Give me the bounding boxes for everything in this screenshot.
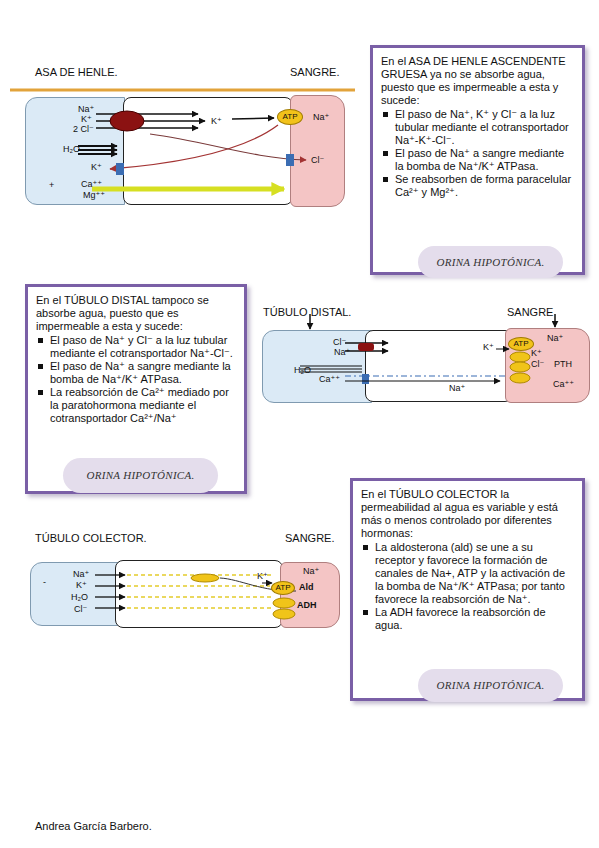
bullet-item: Se reabsorben de forma paracelular Ca²⁺ … [381,173,574,199]
callout-text: En el ASA DE HENLE ASCENDENTE GRUESA ya … [381,55,574,107]
bullet-square [363,610,368,615]
ion-label: H₂O [294,365,311,375]
ion-label: K⁺ [91,162,102,172]
callout-text: En el TÚBULO DISTAL tampoco se absorbe a… [36,294,236,333]
flow-arrow [554,314,556,327]
ion-label: Na⁺ [303,566,319,576]
bullet-item: El paso de Na⁺, K⁺ y Cl⁻ a la luz tubula… [381,108,574,147]
callout-box: En el TÚBULO DISTAL tampoco se absorbe a… [25,284,247,494]
ion-label: Na⁺ [73,569,89,579]
ion-label: Na⁺ [449,383,465,393]
pump-label: ATP [276,584,291,592]
bullet-item: El paso de Na⁺ a sangre mediante la bomb… [36,360,236,386]
atp-pump: ATP [277,109,303,125]
bullet-square [383,151,388,156]
ion-label: Ca⁺⁺ [81,179,102,189]
bullet-square [363,545,368,550]
section-label: SANGRE. [285,532,335,545]
ion-label: Ca⁺⁺ [553,379,574,389]
bullet-item: El paso de Na⁺ y Cl⁻ a la luz tubular me… [36,334,236,360]
epithelial-cell: K⁺ Na⁺ [365,330,513,402]
pump-label: ATP [283,113,298,121]
bullet-square [383,177,388,182]
callout-text: En el TÚBULO COLECTOR la permeabilidad a… [361,488,574,540]
author-credit: Andrea García Barbero. [35,820,152,833]
ion-label: ADH [297,600,317,610]
ion-label: Cl⁻ [74,604,87,614]
ion-label: H₂O [63,144,80,154]
ion-label: Cl⁻ [311,155,324,165]
section-label: TÚBULO COLECTOR. [35,532,147,545]
blood-vessel: Na⁺ K⁺Cl⁻ PTH Ca⁺⁺ ATP [505,328,590,403]
bullet-square [38,338,43,343]
ion-label: K⁺ [531,348,542,358]
section-label: SANGRE [507,306,553,319]
bullet-square [38,390,43,395]
bullet-square [383,112,388,117]
ion-label: Na⁺ [78,104,94,114]
bullet-item: El paso de Na⁺ a sangre mediante la bomb… [381,147,574,173]
pill-text: ORINA HIPOTÓNICA. [436,256,544,269]
ion-label: Cl⁻ [531,359,544,369]
section-label: ASA DE HENLE. [35,66,118,79]
callout-box: En el TÚBULO COLECTOR la permeabilidad a… [350,478,585,701]
result-pill: ORINA HIPOTÓNICA. [418,669,563,702]
atp-pump: ATP [271,581,295,595]
pill-text: ORINA HIPOTÓNICA. [86,469,194,482]
atp-pump: ATP [508,337,534,351]
callout-box: En el ASA DE HENLE ASCENDENTE GRUESA ya … [370,45,585,275]
ion-label: Mg⁺⁺ [83,190,105,200]
pill-text: ORINA HIPOTÓNICA. [436,679,544,692]
ion-label: Na⁺ [547,333,563,343]
ion-label: Na⁺ [313,112,329,122]
ion-label: + [49,180,54,190]
ion-label: Ca⁺⁺ [319,374,340,384]
tubule-lumen: - Na⁺K⁺ H₂O Cl⁻ [30,562,125,626]
ion-label: PTH [554,359,572,369]
ion-label: K⁺ [211,116,222,126]
ion-label: Ald [299,582,314,592]
epithelial-cell: K⁺ [123,97,293,205]
ion-label: 2 Cl⁻ [73,124,94,134]
bullet-item: La aldosterona (ald) se une a su recepto… [361,541,574,606]
section-label: TÚBULO DISTAL. [263,306,351,319]
bullet-item: La ADH favorece la reabsorción de agua. [361,606,574,632]
blood-vessel: Na⁺ AldADH [280,562,340,628]
bullet-item: La reabsorción de Ca²⁺ mediado por la pa… [36,386,236,425]
result-pill: ORINA HIPOTÓNICA. [63,458,218,493]
epithelial-cell: K⁺ [115,560,283,628]
section-label: SANGRE. [290,66,340,79]
tubule-lumen: Na⁺K⁺2 Cl⁻H₂OK⁺+Ca⁺⁺Mg⁺⁺ [25,97,125,205]
bullet-square [38,364,43,369]
ion-label: K⁺ [76,580,87,590]
divider-line [10,89,355,92]
ion-label: K⁺ [483,342,494,352]
tubule-lumen: Cl⁻Na⁺ H₂O Ca⁺⁺ [262,330,372,403]
ion-label: H₂O [71,592,88,602]
pump-label: ATP [514,340,529,348]
ion-label: Cl⁻ [333,337,346,347]
ion-label: K⁺ [81,114,92,124]
ion-label: Na⁺ [334,347,350,357]
result-pill: ORINA HIPOTÓNICA. [418,246,563,278]
ion-label: K⁺ [257,571,268,581]
ion-label: - [43,577,46,587]
